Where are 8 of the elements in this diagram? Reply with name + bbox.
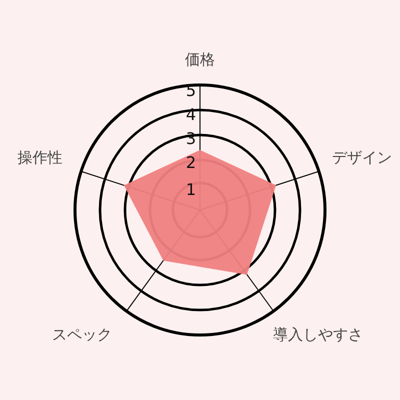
tick-label: 5 [186,83,196,99]
tick-label: 2 [186,155,196,171]
tick-label: 1 [186,182,196,198]
axis-label: 価格 [185,52,215,68]
axis-label: スペック [52,328,112,342]
axis-label: 導入しやすさ [273,328,363,342]
axis-label: 操作性 [18,150,62,166]
axis-label: デザイン [332,150,392,166]
